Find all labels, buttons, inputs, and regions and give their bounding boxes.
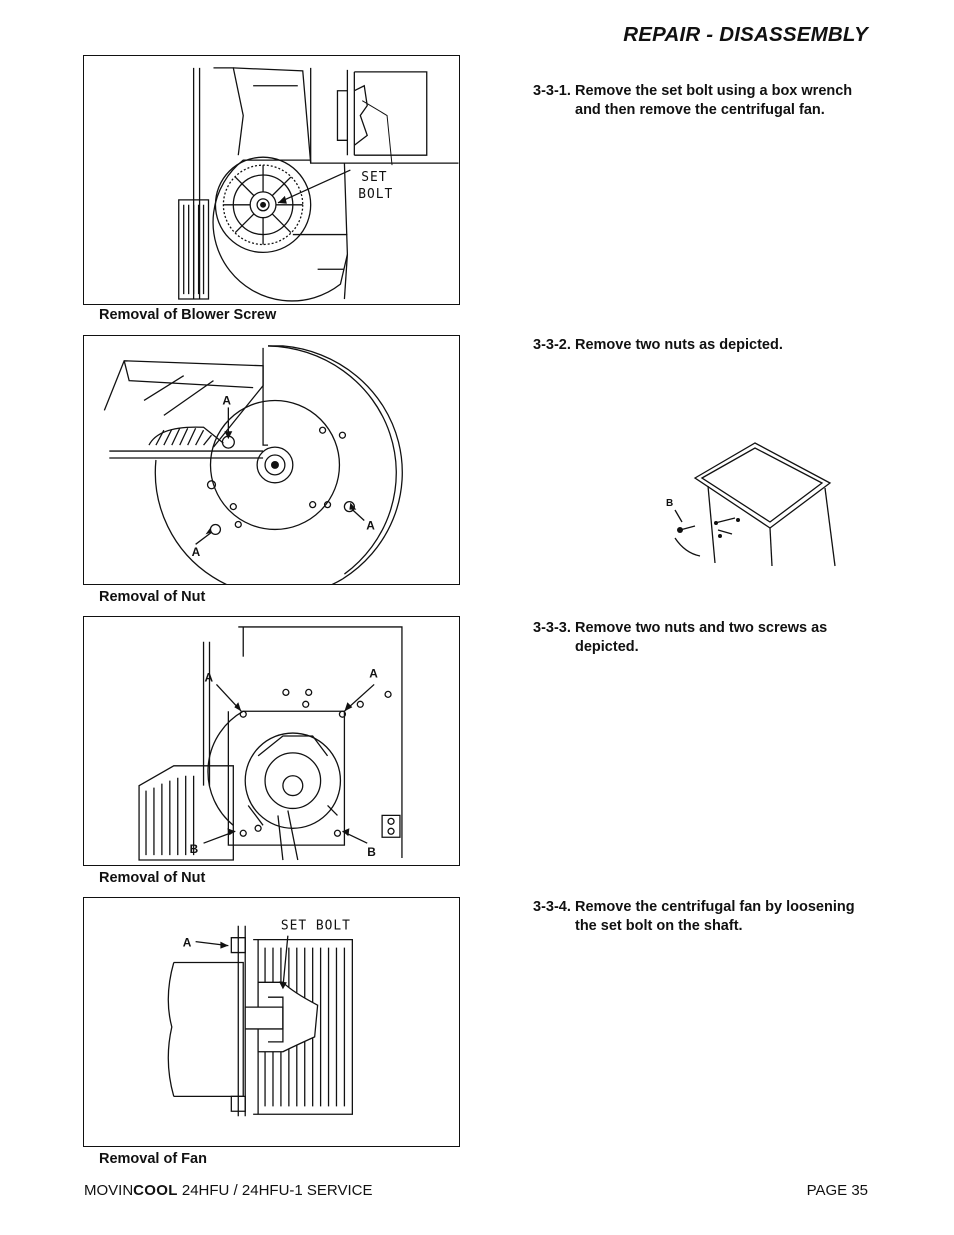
duct-illustration: B: [666, 442, 836, 567]
label-b: B: [367, 845, 376, 859]
figure-remove-fan: A SET BOLT: [83, 897, 460, 1147]
label-set-bolt: SET BOLT: [281, 919, 351, 934]
step-number: 3-3-3.: [533, 620, 571, 636]
label-bolt: BOLT: [358, 187, 393, 202]
remove-nut-illustration: A A A: [103, 345, 403, 584]
step-text: Remove the centrifugal fan by loosening …: [575, 899, 855, 934]
page-title: REPAIR - DISASSEMBLY: [623, 23, 868, 46]
step-number: 3-3-2.: [533, 337, 571, 353]
figure-remove-nut-1: A A A: [83, 335, 460, 585]
step-text: Remove two nuts and two screws as depict…: [575, 620, 828, 655]
figure-caption: Removal of Nut: [99, 589, 206, 605]
step-number: 3-3-4.: [533, 899, 571, 915]
figure-remove-nut-2: A A B B: [83, 616, 460, 866]
page-number: PAGE 35: [806, 1182, 868, 1199]
label-a: A: [205, 670, 214, 684]
remove-nuts-screws-illustration: A A B B: [138, 626, 403, 861]
label-a: A: [369, 667, 378, 681]
blower-screw-illustration: SET BOLT: [178, 67, 459, 302]
figure-blower-screw: SET BOLT: [83, 55, 460, 305]
brand-prefix: MOVIN: [84, 1182, 134, 1199]
step-3-3-4: 3-3-4. Remove the centrifugal fan by loo…: [533, 898, 863, 936]
label-a: A: [183, 936, 192, 950]
footer-brand: MOVINCOOL 24HFU / 24HFU-1 SERVICE: [84, 1182, 372, 1199]
label-set: SET: [361, 170, 387, 185]
model-text: 24HFU / 24HFU-1 SERVICE: [177, 1182, 373, 1199]
step-text: Remove two nuts as depicted.: [575, 337, 783, 353]
step-3-3-3: 3-3-3. Remove two nuts and two screws as…: [533, 619, 863, 657]
label-b: B: [190, 842, 199, 856]
figure-caption: Removal of Blower Screw: [99, 307, 277, 323]
figure-caption: Removal of Fan: [99, 1151, 207, 1167]
label-b: B: [666, 498, 673, 509]
step-3-3-2: 3-3-2. Remove two nuts as depicted.: [533, 336, 863, 355]
figure-caption: Removal of Nut: [99, 870, 206, 886]
step-number: 3-3-1.: [533, 83, 571, 99]
brand-bold: COOL: [133, 1182, 178, 1199]
step-3-3-1: 3-3-1. Remove the set bolt using a box w…: [533, 82, 863, 120]
label-a: A: [366, 518, 375, 532]
remove-fan-illustration: A SET BOLT: [167, 919, 353, 1117]
label-a: A: [192, 545, 201, 559]
step-text: Remove the set bolt using a box wrench a…: [575, 83, 853, 118]
label-a: A: [222, 393, 231, 407]
